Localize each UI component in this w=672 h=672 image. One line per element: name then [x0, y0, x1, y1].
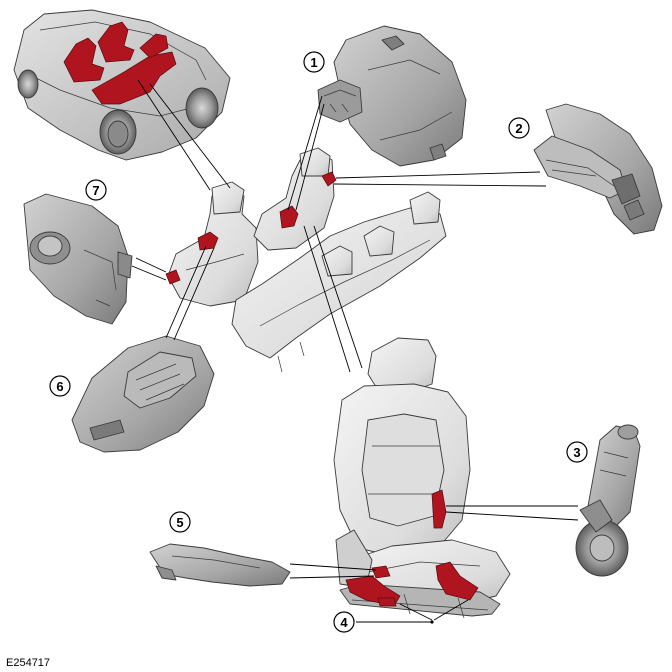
overview-side-switch-highlight [165, 269, 181, 285]
component-7-side-switch [23, 193, 133, 325]
overview-switch-pack-highlight [197, 231, 219, 251]
component-1-seat-module [317, 25, 467, 167]
overview-module-highlight [279, 205, 299, 229]
figure-reference-code: E254717 [6, 657, 50, 669]
callout-4: 4 [333, 611, 355, 633]
vehicle-rear-seat-highlight-b [139, 33, 169, 59]
callout-7-label: 7 [92, 183, 99, 198]
component-3-seat-motor [575, 424, 641, 577]
vehicle-illustration [13, 9, 231, 161]
callout-1-label: 1 [310, 55, 317, 70]
callout-3-label: 3 [573, 445, 580, 460]
callout-2: 2 [508, 117, 530, 139]
component-6-switch-pack [71, 335, 215, 453]
component-2-trim-cover [533, 103, 663, 235]
callout-5: 5 [169, 511, 191, 533]
seat-assembly-overview [165, 147, 447, 373]
callout-6-label: 6 [56, 379, 63, 394]
vehicle-front-left-seat-highlight [63, 37, 105, 83]
callout-2-label: 2 [515, 121, 522, 136]
main-seat-switch-highlight [371, 565, 391, 579]
main-seat-rail-bracket-highlight [377, 597, 397, 607]
main-seat-lumbar-highlight [431, 489, 447, 529]
front-seat-main-view [333, 337, 511, 619]
leader-lines [131, 79, 579, 624]
callout-6: 6 [49, 375, 71, 397]
vehicle-front-right-seat-highlight [97, 21, 135, 63]
callout-7: 7 [85, 179, 107, 201]
callout-3: 3 [566, 441, 588, 463]
callout-5-label: 5 [176, 515, 183, 530]
overview-headrest-actuator-highlight [321, 171, 337, 187]
callout-1: 1 [303, 51, 325, 73]
main-seat-rail-motor-right-highlight [435, 561, 479, 601]
component-5-side-trim [149, 543, 291, 587]
callout-4-label: 4 [340, 615, 348, 630]
vehicle-rear-seat-highlight [91, 51, 177, 105]
